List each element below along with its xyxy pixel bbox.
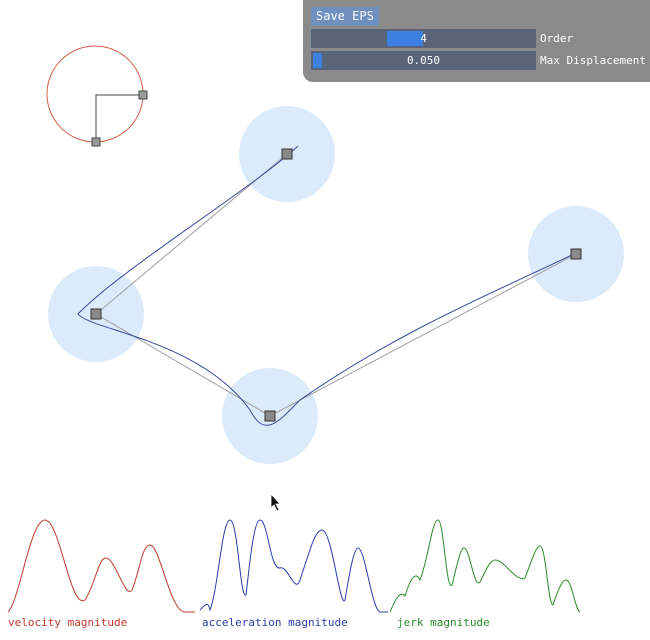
control-point-handle-icon[interactable] xyxy=(281,148,293,160)
max-displacement-slider-value: 0.050 xyxy=(406,54,441,67)
smooth-curve xyxy=(77,145,579,426)
order-label: Order xyxy=(540,32,574,45)
orientation-handle-right[interactable] xyxy=(138,90,148,100)
order-slider-grab[interactable] xyxy=(387,31,423,46)
mouse-pointer-icon xyxy=(270,492,281,512)
save-eps-button[interactable]: Save EPS xyxy=(311,7,379,26)
velocity-plot xyxy=(7,519,195,613)
jerk-plot xyxy=(389,519,581,613)
acceleration-plot xyxy=(199,519,388,613)
max-displacement-slider[interactable]: 0.050 xyxy=(311,51,536,70)
orientation-widget[interactable] xyxy=(46,45,148,147)
order-slider-value: 4 xyxy=(420,32,427,45)
order-slider[interactable]: 4 xyxy=(311,29,536,48)
acceleration-plot-label: acceleration magnitude xyxy=(202,616,348,629)
control-polyline xyxy=(95,153,577,417)
velocity-plot-label: velocity magnitude xyxy=(8,616,128,629)
control-points[interactable] xyxy=(90,148,582,422)
orientation-axes xyxy=(95,94,143,142)
orientation-circle xyxy=(46,45,144,143)
control-point-handle-icon[interactable] xyxy=(264,410,276,422)
displacement-zones xyxy=(48,106,624,464)
max-displacement-slider-grab[interactable] xyxy=(313,53,322,68)
max-displacement-label: Max Displacement xyxy=(540,54,646,67)
orientation-handle-bottom[interactable] xyxy=(91,137,101,147)
jerk-plot-label: jerk magnitude xyxy=(397,616,490,629)
control-point-handle-icon[interactable] xyxy=(90,308,102,320)
control-panel: Save EPS 4 Order 0.050 Max Displacement xyxy=(303,0,650,82)
control-point-handle-icon[interactable] xyxy=(570,248,582,260)
